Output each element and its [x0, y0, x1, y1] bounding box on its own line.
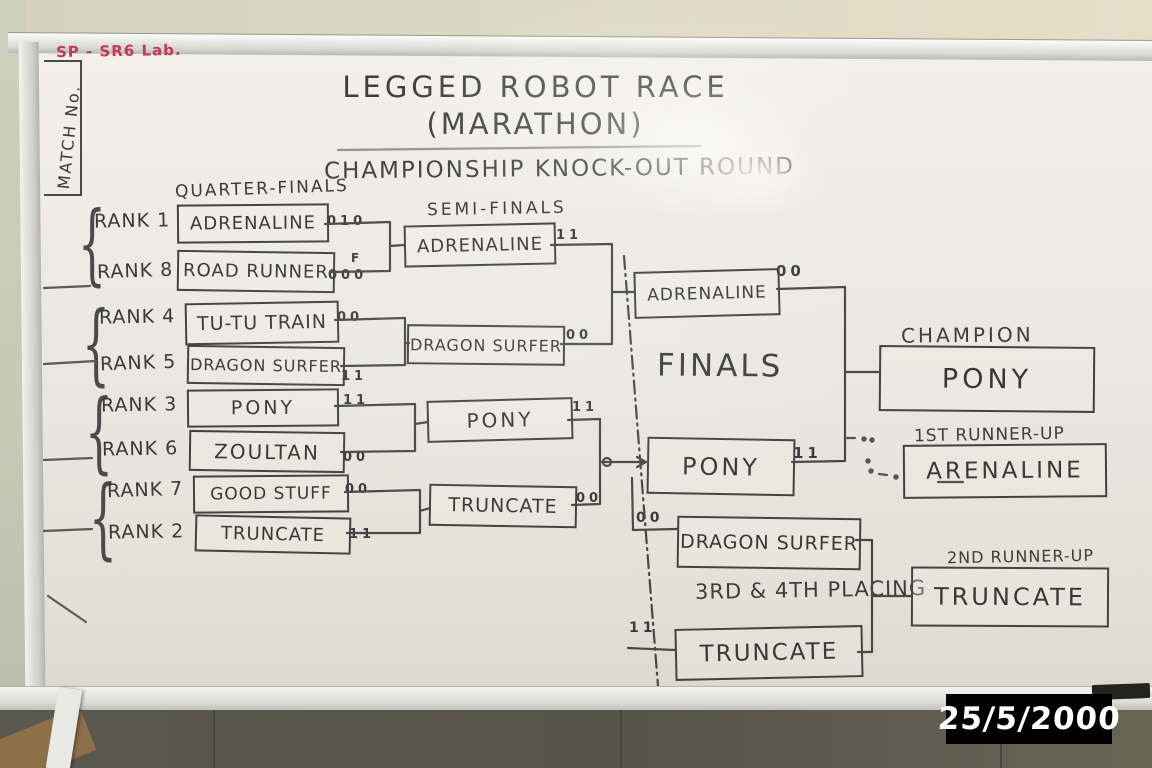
title-underline	[336, 144, 702, 152]
dash-dot-divider	[622, 254, 660, 688]
dotted-runner-up-trail	[845, 436, 899, 480]
date-stamp-text: 25/5/2000	[936, 701, 1122, 737]
connector-qf3	[333, 402, 430, 454]
connector-sf-top	[549, 242, 636, 346]
connector-placing-bracket	[854, 538, 913, 654]
connector-qf1	[323, 220, 406, 274]
connector-qf2	[333, 316, 411, 368]
connector-final	[775, 285, 881, 464]
match-row-ticks	[42, 284, 98, 624]
floor-tile-seam	[620, 710, 622, 768]
connector-placing-top	[630, 476, 679, 532]
date-stamp: 25/5/2000	[936, 694, 1122, 744]
floor-tile-seam	[213, 710, 215, 768]
connector-qf4	[343, 488, 432, 535]
connector-placing-bottom	[626, 646, 677, 652]
